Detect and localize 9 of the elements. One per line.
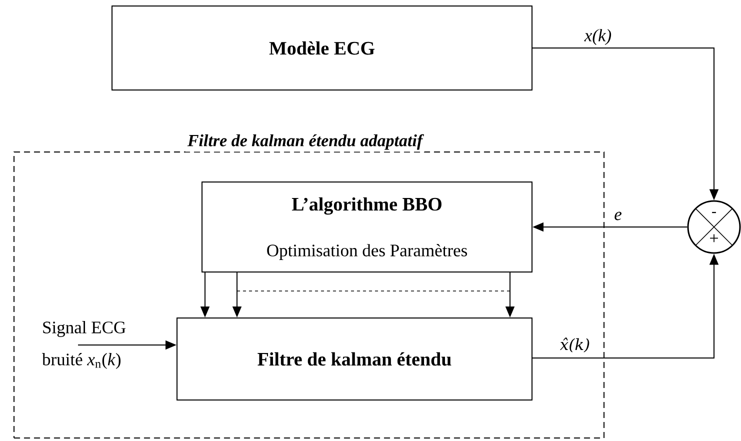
input-label: Signal ECG bruité x$_{n}$(k) [42, 321, 126, 369]
process-box: L’algorithme BBO Optimisation des Paramètres [202, 182, 532, 272]
summing-junction: - + [687, 200, 741, 254]
edge-label: x(k) [583, 28, 613, 46]
process-box: Modèle ECG [112, 6, 532, 90]
process-box: Filtre de kalman étendu [176, 318, 532, 400]
edge-label: x̂(k) [558, 336, 592, 354]
edge-label: e [613, 210, 623, 222]
node-label: Filtre de kalman étendu adaptatif [187, 134, 424, 150]
